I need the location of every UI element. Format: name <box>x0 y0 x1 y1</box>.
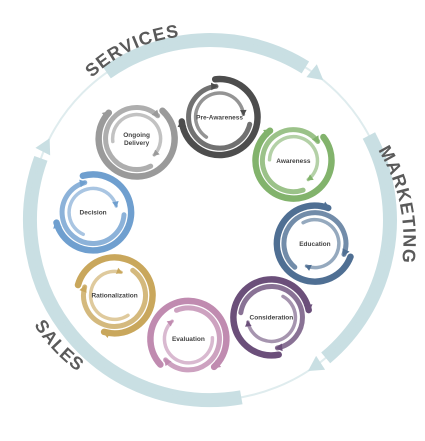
swirl-icon <box>67 186 118 237</box>
stage-node: Consideration <box>230 276 313 359</box>
stage-node: Evaluation <box>147 297 230 373</box>
stage-center <box>73 192 114 233</box>
swirl-arrowhead-icon <box>211 82 219 91</box>
stage-center <box>199 97 240 138</box>
swirl-arrowhead-icon <box>151 109 160 118</box>
swirl-icon <box>281 210 349 270</box>
swirl-icon <box>95 107 178 180</box>
swirl-icon <box>103 105 161 172</box>
stage-label: Education <box>299 241 330 248</box>
stage-label: Awareness <box>276 158 311 165</box>
swirl-arrowhead-icon <box>177 118 187 128</box>
swirl-arrowhead-icon <box>306 174 314 181</box>
swirl-arrowhead-icon <box>53 220 62 229</box>
swirl-icon <box>59 180 127 246</box>
stage-label: Rationalization <box>91 293 137 300</box>
stage-center <box>94 275 135 316</box>
swirl-arrowhead-icon <box>342 248 350 257</box>
stage-center <box>273 140 314 181</box>
swirl-arrowhead-icon <box>166 320 174 327</box>
stage-node: Pre-Awareness <box>177 75 261 159</box>
outer-cycle-segment <box>321 132 397 364</box>
swirl-arrowhead-icon <box>275 343 283 352</box>
swirl-arrowhead-icon <box>245 320 252 327</box>
swirl-icon <box>53 171 135 254</box>
swirl-arrowhead-icon <box>303 304 313 313</box>
swirl-arrowhead-icon <box>101 329 111 338</box>
stage-center <box>251 297 292 338</box>
stage-label: Consideration <box>250 315 294 322</box>
stage-label: Decision <box>80 210 107 217</box>
swirl-arrowhead-icon <box>152 149 160 157</box>
stage-node: Awareness <box>252 127 335 202</box>
outer-cycle-ring <box>23 33 397 408</box>
swirl-icon <box>246 294 298 344</box>
swirl-arrowhead-icon <box>101 110 111 120</box>
swirl-icon <box>238 284 305 351</box>
swirl-icon <box>301 217 341 270</box>
swirl-arrowhead-icon <box>263 129 273 138</box>
swirl-arrowhead-icon <box>112 201 119 208</box>
swirl-arrowhead-icon <box>321 201 331 210</box>
outer-cycle-rim <box>29 39 391 401</box>
stage-node: Rationalization <box>74 254 156 338</box>
stage-label: Delivery <box>124 140 150 147</box>
swirl-arrowhead-icon <box>239 109 247 117</box>
swirl-icon <box>273 202 354 285</box>
swirl-arrowhead-icon <box>304 264 312 271</box>
swirl-arrowhead-icon <box>312 135 320 144</box>
swirl-icon <box>162 319 215 365</box>
stage-center <box>116 118 157 159</box>
stage-label: Pre-Awareness <box>196 114 243 121</box>
stage-center <box>294 223 335 264</box>
swirl-icon <box>267 134 320 182</box>
stage-node: Education <box>273 201 354 285</box>
swirl-icon <box>74 254 156 337</box>
swirl-icon <box>178 75 261 159</box>
swirl-icon <box>88 269 130 322</box>
stage-cycle: Pre-AwarenessAwarenessEducationConsidera… <box>53 75 354 373</box>
stage-node: Decision <box>53 171 135 254</box>
swirl-arrowhead-icon <box>79 284 87 293</box>
swirl-icon <box>81 267 148 329</box>
stage-label: Evaluation <box>172 336 205 343</box>
swirl-icon <box>259 127 321 195</box>
swirl-icon <box>230 276 312 359</box>
swirl-arrowhead-icon <box>115 267 123 274</box>
swirl-arrowhead-icon <box>79 179 87 188</box>
swirl-arrowhead-icon <box>164 358 172 367</box>
stage-label: Ongoing <box>123 132 150 139</box>
swirl-icon <box>186 83 253 151</box>
swirl-arrowhead-icon <box>212 360 222 369</box>
stage-center <box>168 318 209 359</box>
swirl-icon <box>147 297 230 371</box>
swirl-icon <box>163 305 222 373</box>
swirl-icon <box>193 91 246 139</box>
swirl-icon <box>252 127 335 202</box>
swirl-icon <box>110 112 163 157</box>
